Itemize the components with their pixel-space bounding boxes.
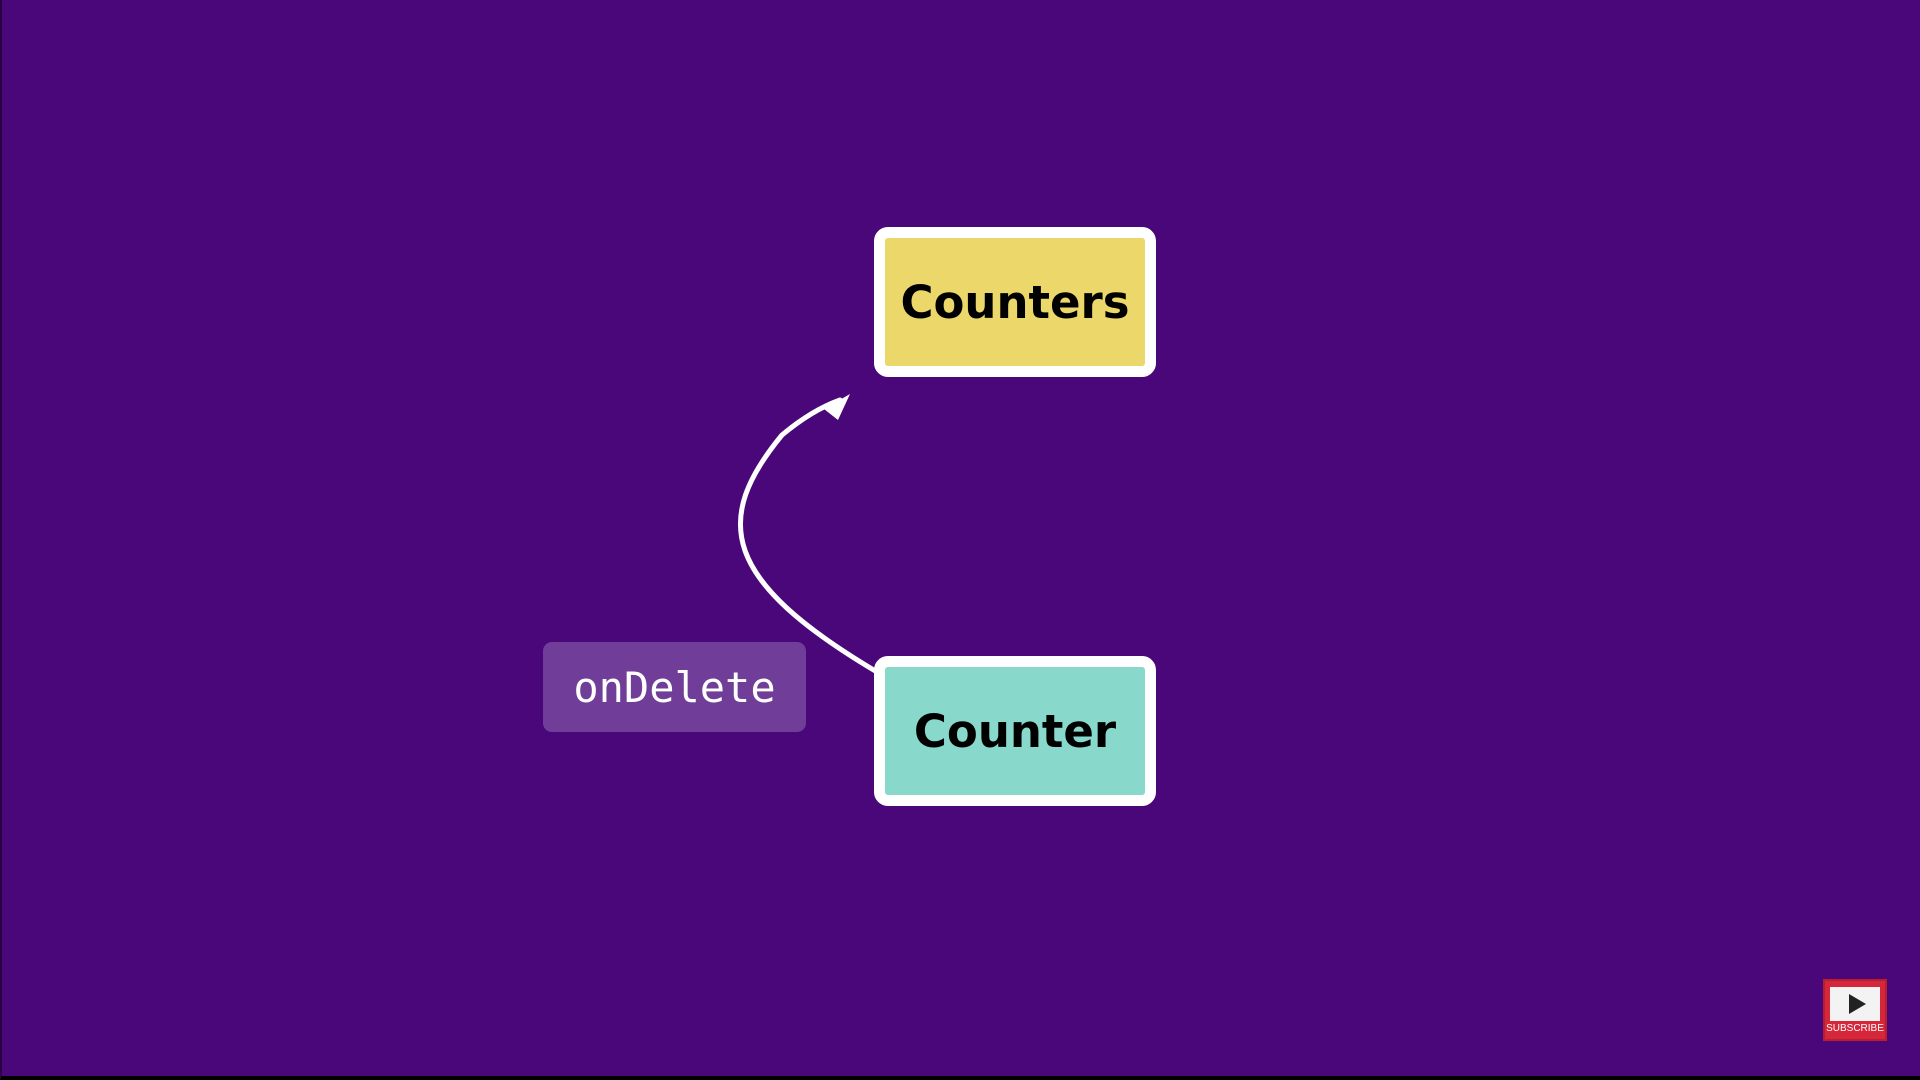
subscribe-button[interactable]: SUBSCRIBE [1823,979,1887,1041]
node-counters-label: Counters [900,275,1130,329]
node-counters: Counters [874,227,1156,377]
arrow-path [737,397,880,675]
edge-label-text: onDelete [573,662,776,712]
play-icon [1830,987,1880,1021]
edge-label-ondelete: onDelete [543,642,806,732]
arrow-head-icon [824,394,850,420]
node-counter-label: Counter [913,704,1117,758]
node-counter: Counter [874,656,1156,806]
subscribe-label: SUBSCRIBE [1826,1023,1884,1034]
